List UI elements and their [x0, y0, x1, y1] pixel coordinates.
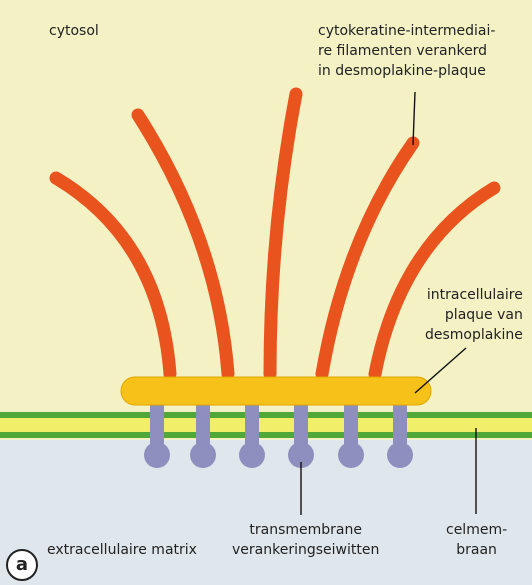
transmembrane-label: transmembrane verankeringseiwitten [232, 522, 380, 558]
filament-4 [315, 136, 420, 381]
filament-3 [263, 87, 303, 381]
filament-5 [368, 181, 501, 381]
keratin-filaments [49, 87, 501, 381]
leader-filaments [412, 91, 416, 146]
panel-letter-badge: a [6, 549, 38, 581]
filaments-label: cytokeratine-intermediai- re filamenten … [318, 23, 496, 79]
membrane-outer-band [0, 412, 532, 418]
cell-membrane [0, 412, 532, 438]
extracellular-region [0, 440, 532, 585]
membrane-label: celmem- braan [446, 522, 508, 558]
cytosol-label: cytosol [49, 23, 99, 39]
leader-lines [300, 91, 477, 515]
membrane-inner-band [0, 432, 532, 438]
filament-2 [131, 108, 235, 381]
desmoplakin-plaque [120, 376, 432, 406]
extracellular-label: extracellulaire matrix [47, 542, 197, 558]
membrane-core-band [0, 418, 532, 432]
plaque-label: intracellulaire plaque van desmoplakine [425, 287, 523, 343]
filament-1 [49, 171, 177, 381]
leader-plaque [414, 347, 467, 394]
